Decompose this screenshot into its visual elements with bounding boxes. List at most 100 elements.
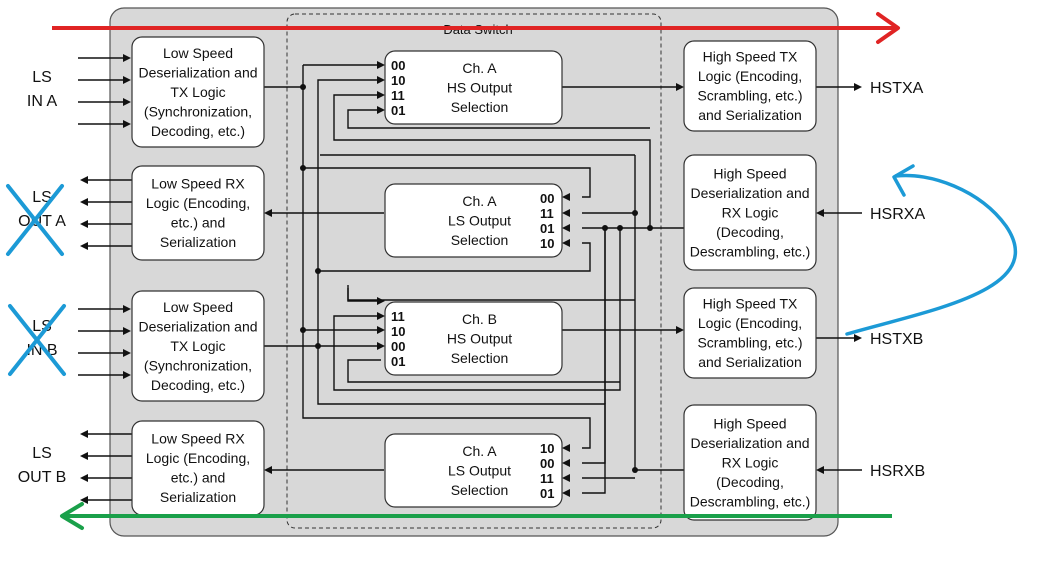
- ls-rx-b-block-text-line: Logic (Encoding,: [146, 450, 250, 466]
- hs-rx-b-block-box: [683, 404, 817, 521]
- wire-arrowhead: [80, 452, 88, 460]
- ch-b-hs-output-selection-selector-code: 10: [391, 324, 405, 339]
- hstxa-label: HSTXA: [870, 80, 924, 97]
- ls-rx-b-block-text-line: Serialization: [160, 489, 236, 505]
- hs-rx-b-block-text-line: RX Logic: [722, 454, 779, 470]
- hs-tx-a-block-box: [683, 40, 817, 132]
- ch-a-hs-output-selection-text-line: HS Output: [447, 79, 512, 95]
- ls-rx-a-block-box: [131, 165, 265, 261]
- ch-b-hs-output-selection-text-line: Ch. B: [462, 311, 497, 327]
- ls-deserialization-b-block-text-line: TX Logic: [170, 338, 225, 354]
- wiring: [78, 54, 862, 504]
- hsrxa-label: HSRXA: [870, 206, 925, 223]
- hstxb-label: HSTXB: [870, 331, 923, 348]
- ch-b-hs-output-selection-selector-code: 11: [391, 309, 405, 324]
- blue-curved-arrow: [845, 173, 1017, 336]
- annotations: [6, 12, 1017, 530]
- hs-rx-a-block-text-line: High Speed: [713, 165, 786, 181]
- wire-arrowhead: [377, 106, 385, 114]
- chip-background: [109, 7, 839, 537]
- ch-a-hs-output-selection-selector-code: 10: [391, 73, 405, 88]
- ch-b-ls-output-selection-box: [384, 433, 563, 508]
- junction-dots: [300, 84, 653, 473]
- ls-deserialization-b-block-box: [131, 290, 265, 402]
- hs-rx-a-block-text-line: Descrambling, etc.): [690, 243, 811, 259]
- wire-arrowhead: [377, 61, 385, 69]
- wire-arrowhead: [123, 305, 131, 313]
- wire-arrowhead: [123, 120, 131, 128]
- ch-b-ls-output-selection-text-line: Selection: [451, 482, 509, 498]
- wire-arrowhead: [80, 242, 88, 250]
- ls-in-a-label: LS: [32, 69, 52, 86]
- hs-rx-a-block-text-line: Deserialization and: [690, 185, 809, 201]
- ls-deserialization-b-block-text-line: Low Speed: [163, 299, 233, 315]
- wire-arrowhead: [377, 91, 385, 99]
- wire-arrowhead: [264, 209, 272, 217]
- hs-tx-a-block-text-line: Scrambling, etc.): [697, 88, 802, 104]
- wire-arrowhead: [80, 220, 88, 228]
- ls-deserialization-a-block-text-line: (Synchronization,: [144, 103, 252, 119]
- wire-arrowhead: [123, 327, 131, 335]
- ch-a-ls-output-selection-text-line: Selection: [451, 232, 509, 248]
- wire-arrowhead: [80, 198, 88, 206]
- wire-arrowhead: [80, 176, 88, 184]
- ls-in-a-label-2: IN A: [27, 93, 58, 110]
- ls-deserialization-a-block-text-line: Deserialization and: [138, 64, 257, 80]
- wire-arrowhead: [123, 76, 131, 84]
- wire-arrowhead: [562, 239, 570, 247]
- wire-arrowhead: [377, 297, 385, 305]
- green-bottom-arrowhead: [60, 502, 84, 530]
- ls-deserialization-a-block-box: [131, 36, 265, 148]
- ls-out-b-label: LS: [32, 445, 52, 462]
- hs-tx-a-block-text-line: Logic (Encoding,: [698, 68, 802, 84]
- ls-deserialization-b-block-text-line: Deserialization and: [138, 318, 257, 334]
- ch-a-ls-output-selection-box: [384, 183, 563, 258]
- ls-deserialization-a-block-text-line: Low Speed: [163, 45, 233, 61]
- ch-a-hs-output-selection-selector-code: 00: [391, 58, 405, 73]
- hs-tx-b-block-text-line: Logic (Encoding,: [698, 315, 802, 331]
- wire-arrowhead: [80, 430, 88, 438]
- ch-a-ls-output-selection-selector-code: 10: [540, 236, 554, 251]
- hs-rx-b-block-text-line: Deserialization and: [690, 435, 809, 451]
- wire-arrowhead: [123, 98, 131, 106]
- ls-rx-a-block-text-line: Logic (Encoding,: [146, 195, 250, 211]
- ls-out-a-label: LS: [32, 189, 52, 206]
- ch-b-hs-output-selection-selector-code: 00: [391, 339, 405, 354]
- wire-arrowhead: [676, 326, 684, 334]
- ch-b-hs-output-selection-selector-code: 01: [391, 354, 405, 369]
- wire-arrowhead: [377, 326, 385, 334]
- hs-rx-a-block-text-line: RX Logic: [722, 204, 779, 220]
- wire-arrowhead: [80, 496, 88, 504]
- hs-tx-a-block-text-line: and Serialization: [698, 107, 802, 123]
- ch-a-ls-output-selection-selector-code: 00: [540, 191, 554, 206]
- cross-out-ls-out-a: [6, 184, 64, 256]
- wire-arrowhead: [562, 489, 570, 497]
- wire-arrowhead: [562, 459, 570, 467]
- ch-b-ls-output-selection-selector-code: 00: [540, 456, 554, 471]
- red-top-arrowhead: [876, 12, 900, 44]
- ch-b-ls-output-selection-text-line: Ch. A: [462, 443, 497, 459]
- data-switch-region: [286, 13, 662, 529]
- wire-arrowhead: [562, 209, 570, 217]
- right-labels: HSTXA HSRXA HSTXB HSRXB: [870, 80, 925, 480]
- ls-rx-b-block-text-line: etc.) and: [171, 470, 225, 486]
- ls-deserialization-a-block-text-line: Decoding, etc.): [151, 123, 245, 139]
- hs-rx-b-block-text-line: High Speed: [713, 415, 786, 431]
- wire-arrowhead: [80, 474, 88, 482]
- ch-a-hs-output-selection-selector-code: 11: [391, 88, 405, 103]
- hs-tx-b-block-text-line: Scrambling, etc.): [697, 335, 802, 351]
- hs-rx-a-block-text-line: (Decoding,: [716, 224, 784, 240]
- wire-arrowhead: [377, 76, 385, 84]
- ch-a-hs-output-selection-text-line: Ch. A: [462, 60, 497, 76]
- ls-out-b-label-2: OUT B: [18, 469, 67, 486]
